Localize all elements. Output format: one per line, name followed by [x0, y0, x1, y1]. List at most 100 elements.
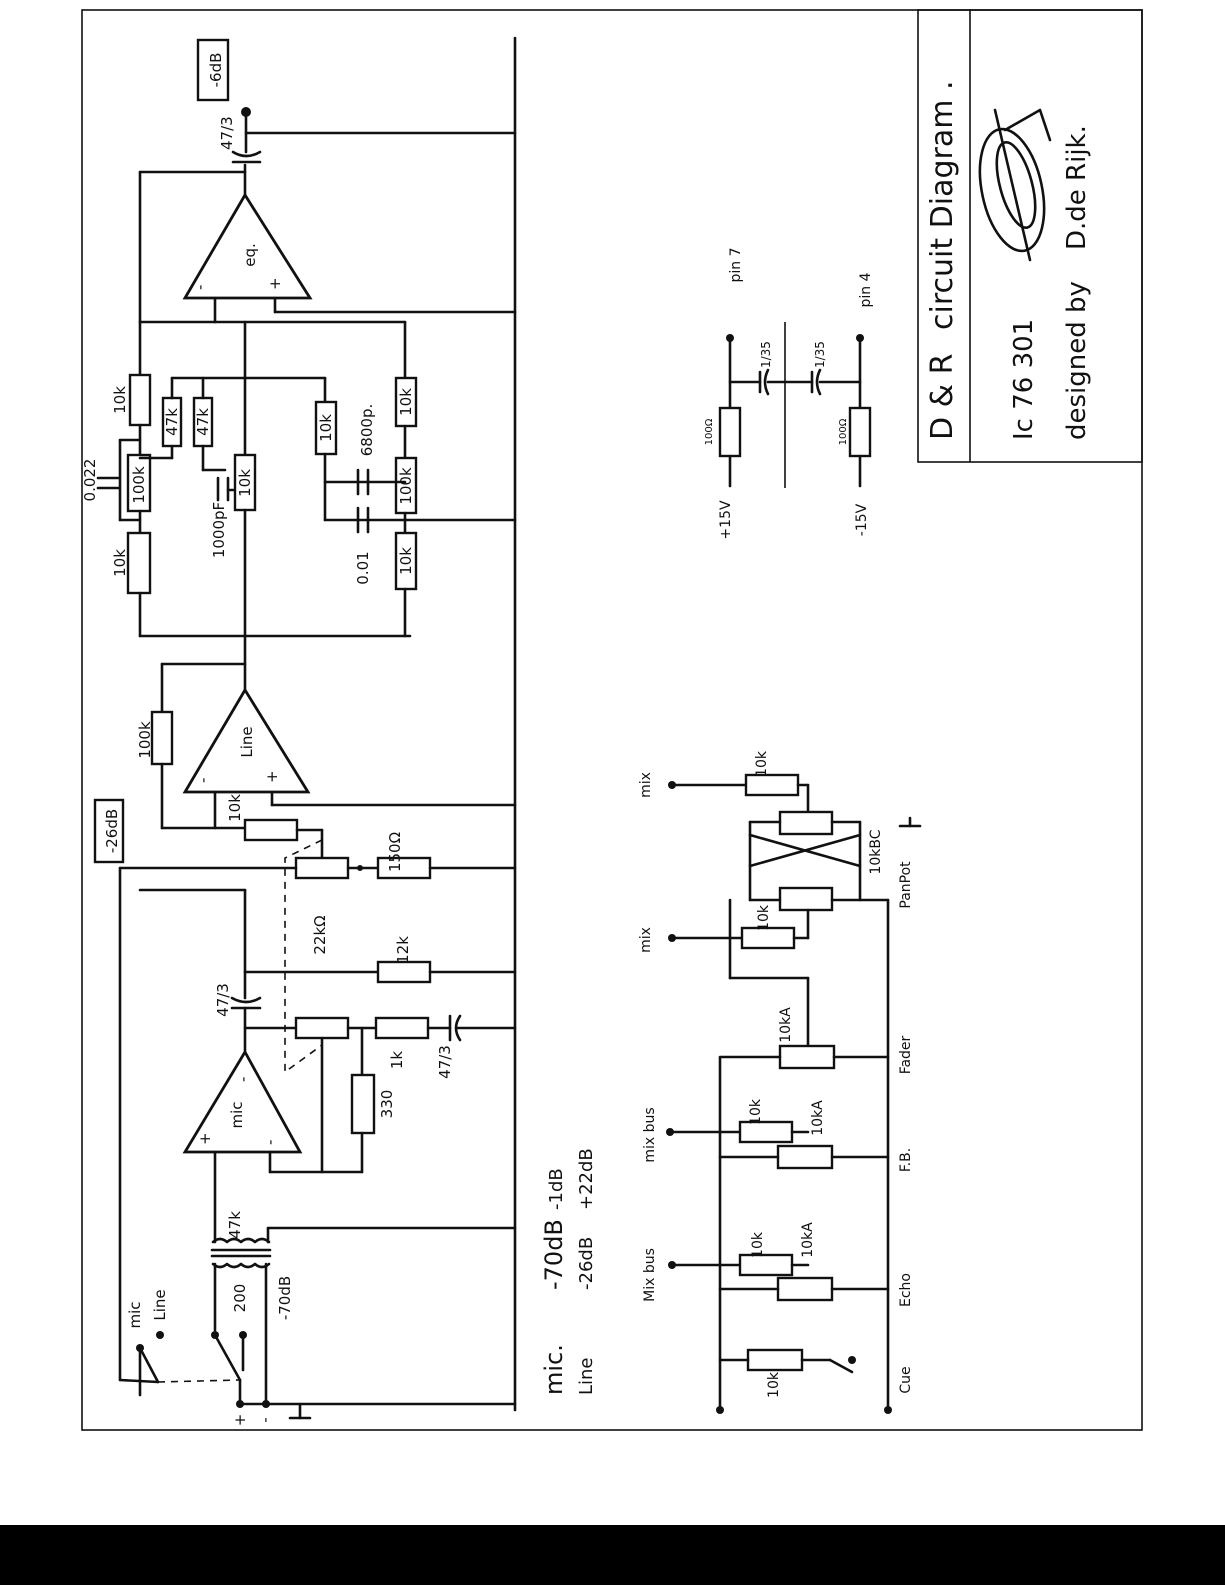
panpot-label: PanPot — [898, 861, 914, 909]
pot-22k-label: 22kΩ — [311, 915, 329, 954]
diagram-title: circuit Diagram . — [925, 80, 960, 330]
level-mid-label: -26dB — [103, 809, 121, 853]
r-47k-a-label: 47k — [163, 408, 181, 436]
mix-mid-label: mix — [638, 927, 654, 953]
resistor-12k — [376, 960, 432, 984]
pot-10ka-echo-label: 10kA — [800, 1222, 816, 1258]
cap-mic-out-label: 47/3 — [214, 983, 232, 1017]
resistor-10k-cue — [746, 1348, 804, 1372]
r-47k-mic-label: 47k — [226, 1211, 244, 1239]
level-mic-label: mic. — [540, 1344, 568, 1395]
drawing-frame — [81, 9, 1143, 1431]
pot-22k-gain — [294, 856, 350, 880]
cue-label: Cue — [898, 1366, 914, 1393]
jack-minus: - — [256, 1417, 274, 1422]
pot-10kBC-a — [778, 810, 834, 836]
level-line-out: +22dB — [576, 1148, 597, 1210]
pot-10k-treble-label: 10k — [236, 469, 254, 497]
scan-bottom-edge — [0, 1525, 1225, 1585]
r-10k-bottom-label: 10k — [111, 549, 129, 577]
r-10k-cue-label: 10k — [766, 1371, 782, 1398]
jack-plus: + — [231, 1414, 249, 1427]
switch-mic-label: mic — [126, 1301, 144, 1328]
eq-amp-label: eq. — [241, 243, 259, 267]
fader-10kA — [778, 1044, 836, 1070]
xfmr-level-label: -70dB — [276, 1276, 294, 1320]
line-plus: + — [263, 770, 281, 783]
title-block — [917, 9, 1143, 463]
signature — [978, 108, 1052, 262]
gang-link — [284, 839, 323, 1074]
line-amp-label: Line — [238, 726, 256, 757]
r-10k-fb-label: 10k — [748, 1098, 764, 1125]
r-1k-label: 1k — [388, 1051, 406, 1070]
pot-10kA-echo — [776, 1276, 834, 1302]
c-6800p-label: 6800p. — [358, 404, 376, 456]
fader-10ka-label: 10kA — [778, 1007, 794, 1043]
output-terminal — [241, 107, 251, 117]
eq-plus: + — [266, 277, 284, 290]
line-amplifier — [182, 687, 311, 794]
resistor-100k-feedback — [150, 710, 174, 766]
plus-15v-label: +15V — [718, 500, 734, 540]
resistor-100-plus — [718, 406, 742, 458]
eq-minus: - — [191, 285, 209, 290]
fader-label: Fader — [898, 1035, 914, 1074]
c-001-label: 0.01 — [354, 551, 372, 584]
eq-amplifier — [182, 192, 313, 300]
transformer-secondary — [211, 1262, 271, 1269]
mix-bus-echo-label: Mix bus — [642, 1248, 658, 1302]
pot-10kBC-b — [778, 886, 834, 912]
level-box-mid — [93, 798, 125, 864]
r-12k-label: 12k — [394, 936, 412, 964]
ic-number: Ic 76 301 — [1009, 319, 1039, 440]
switch-line-label: Line — [151, 1289, 169, 1320]
r-10k-line-label: 10k — [226, 794, 244, 822]
resistor-330 — [350, 1073, 376, 1135]
designer-name: D.de Rijk. — [1062, 125, 1092, 250]
mix-bus-fb-label: mix bus — [642, 1107, 658, 1162]
level-line-label: Line — [576, 1357, 597, 1395]
fb-label: F.B. — [898, 1148, 914, 1172]
r-10k-mix-label: 10k — [754, 750, 770, 777]
title-prefix: D & R — [925, 354, 960, 440]
r-10k-right-label: 10k — [317, 414, 335, 442]
r-10k-echo-label: 10k — [750, 1231, 766, 1258]
c-135-b-label: 1/35 — [813, 341, 827, 368]
c-135-a-label: 1/35 — [759, 341, 773, 368]
designed-by: designed by — [1062, 281, 1092, 440]
echo-label: Echo — [898, 1273, 914, 1307]
mic-minus: - — [261, 1140, 279, 1145]
r-100k-fb-label: 100k — [136, 721, 154, 759]
pot-gain-mic — [294, 1016, 350, 1040]
r-330-label: 330 — [378, 1090, 396, 1119]
r-47k-b-label: 47k — [194, 408, 212, 436]
r-100-minus-label: 100Ω — [838, 418, 849, 445]
level-top-label: -6dB — [207, 53, 225, 88]
pot-100k-mid-label: 100k — [397, 467, 415, 505]
r-10k-top-label: 10k — [111, 386, 129, 414]
cap-mic-bot-label: 47/3 — [436, 1045, 454, 1079]
xfmr-label: 200 — [231, 1284, 249, 1313]
resistor-1k — [374, 1016, 430, 1040]
resistor-10k-bottom — [126, 531, 152, 595]
output-cap-curve — [231, 150, 262, 158]
level-mic-out: -1dB — [546, 1168, 567, 1210]
line-minus: - — [194, 778, 212, 783]
c-0022-label: 0.022 — [81, 459, 99, 502]
minus-15v-label: -15V — [854, 503, 870, 536]
r-10k-mix-b-label: 10k — [756, 904, 772, 931]
r-10k-mid-label: 10k — [397, 388, 415, 416]
level-box-top — [196, 38, 230, 102]
resistor-100-minus — [848, 406, 872, 458]
pot-10kA-fb — [776, 1144, 834, 1170]
pot-10kbc-label: 10kBC — [868, 829, 884, 874]
level-mic-in: -70dB — [540, 1219, 568, 1290]
mic-dot: - — [234, 1077, 252, 1082]
mic-amp-label: mic — [228, 1101, 246, 1128]
mic-amplifier — [182, 1049, 303, 1154]
resistor-10k-top — [128, 373, 152, 427]
r-150-label: 150Ω — [386, 832, 404, 872]
mix-top-label: mix — [638, 772, 654, 798]
